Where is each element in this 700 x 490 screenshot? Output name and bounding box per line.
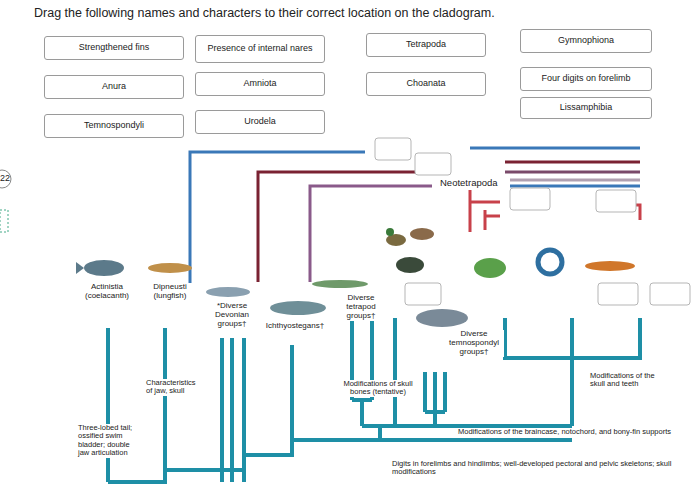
taxon-label: Diverse temnospondyl groups†: [444, 330, 504, 357]
tile-text: Tetrapoda: [406, 40, 446, 50]
answer-tile: Anura: [44, 75, 184, 99]
tile-text: Gymnophiona: [558, 36, 614, 46]
tile-text: Strengthened fins: [79, 43, 150, 53]
taxon-label: Actinistia (coelacanth): [76, 283, 138, 301]
tile-text: Choanata: [406, 79, 445, 89]
tile-text: Anura: [102, 82, 126, 92]
drop-target: [375, 138, 690, 305]
tile-text: Presence of internal nares: [207, 44, 312, 54]
answer-tile: Tetrapoda: [366, 33, 486, 57]
answer-tile: Strengthened fins: [44, 36, 184, 60]
animal-figures: [76, 228, 635, 327]
answer-tile: Temnospondyli: [44, 114, 184, 138]
character-label: Modifications of the skull and teeth: [590, 372, 670, 389]
answer-tile: Gymnophiona: [520, 29, 652, 53]
answer-tile: Urodela: [195, 110, 325, 134]
tile-text: Urodela: [244, 117, 276, 127]
tile-text: Temnospondyli: [84, 121, 144, 131]
character-label: Digits in forelimbs and hindlimbs; well-…: [392, 460, 682, 477]
tile-text: Lissamphibia: [560, 103, 613, 113]
tile-text: Four digits on forelimb: [541, 74, 630, 84]
character-label: Three-lobed tail; ossified swim bladder;…: [78, 424, 140, 458]
bracket-lines: [190, 148, 640, 300]
page-number: 22: [0, 173, 14, 183]
character-label: Characteristics of jaw, skull: [146, 379, 200, 396]
answer-tile: Lissamphibia: [520, 97, 652, 119]
taxon-label: *Diverse Devonian groups†: [206, 302, 258, 329]
taxon-label: Dipneusti (lungfish): [142, 283, 198, 301]
clade-label: Neotetrapoda: [440, 178, 510, 189]
instruction-title: Drag the following names and characters …: [34, 6, 495, 20]
taxon-label: Ichthyostegans†: [262, 322, 328, 331]
character-label: Modifications of the braincase, notochor…: [458, 428, 678, 436]
side-marker: [0, 210, 8, 232]
taxon-label: Diverse tetrapod groups†: [336, 294, 386, 321]
cladogram-tree: [108, 318, 640, 482]
character-label: Modifications of skull bones (tentative): [334, 380, 422, 397]
answer-tile: Presence of internal nares: [195, 35, 325, 63]
answer-tile: Choanata: [366, 72, 486, 96]
answer-tile: Four digits on forelimb: [520, 67, 652, 91]
answer-tile: Amniota: [195, 72, 325, 96]
tile-text: Amniota: [243, 79, 276, 89]
